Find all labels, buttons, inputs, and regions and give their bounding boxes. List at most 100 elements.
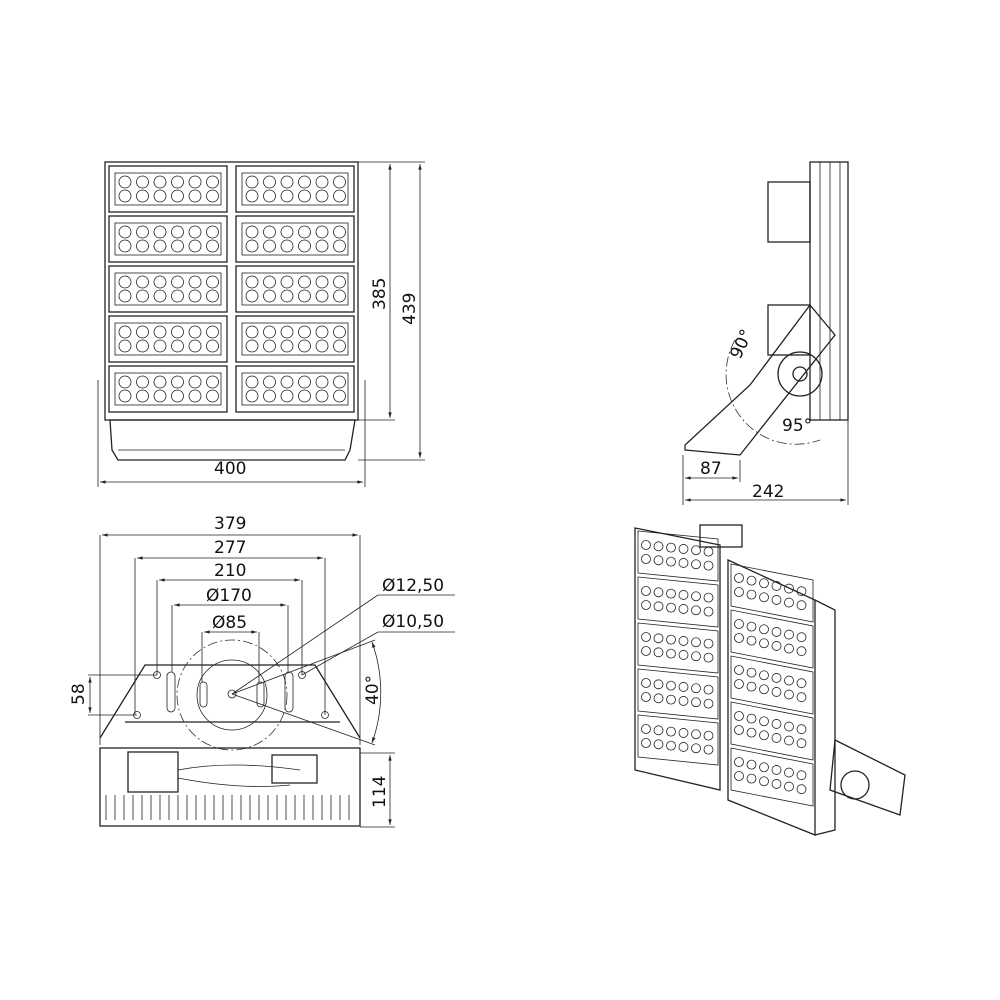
led-lens bbox=[263, 289, 276, 303]
led-lens bbox=[333, 225, 346, 239]
led-lens bbox=[245, 325, 259, 339]
led-lens bbox=[263, 375, 276, 389]
led-module bbox=[235, 365, 355, 413]
led-lens bbox=[153, 375, 167, 389]
led-lens bbox=[280, 389, 294, 403]
led-lens bbox=[298, 225, 311, 239]
dim-angle-95: 95° bbox=[782, 416, 812, 436]
led-lens bbox=[245, 375, 259, 389]
led-module bbox=[108, 265, 228, 313]
led-lens bbox=[171, 275, 184, 289]
led-lens bbox=[333, 289, 346, 303]
iso-left-panel bbox=[634, 527, 721, 791]
led-lens bbox=[206, 239, 219, 253]
led-lens bbox=[315, 239, 329, 253]
led-lens bbox=[245, 275, 259, 289]
led-lens bbox=[245, 389, 259, 403]
led-lens bbox=[188, 339, 202, 353]
led-lens bbox=[153, 239, 167, 253]
led-lens bbox=[333, 275, 346, 289]
led-lens bbox=[298, 389, 311, 403]
led-lens bbox=[153, 175, 167, 189]
led-lens bbox=[118, 225, 132, 239]
iso-bracket bbox=[829, 738, 906, 816]
led-lens bbox=[280, 189, 294, 203]
led-lens bbox=[118, 289, 132, 303]
front-mount-base bbox=[109, 419, 356, 461]
led-lens bbox=[333, 389, 346, 403]
iso-led-module bbox=[730, 609, 814, 669]
dim-400: 400 bbox=[214, 459, 246, 479]
led-lens bbox=[171, 175, 184, 189]
led-lens bbox=[280, 225, 294, 239]
led-lens bbox=[136, 189, 149, 203]
led-lens bbox=[280, 289, 294, 303]
led-lens bbox=[315, 339, 329, 353]
dim-385: 385 bbox=[370, 278, 390, 310]
led-lens bbox=[171, 339, 184, 353]
dim-379: 379 bbox=[214, 514, 246, 534]
led-lens bbox=[188, 289, 202, 303]
iso-led-module bbox=[637, 714, 719, 766]
led-lens bbox=[153, 189, 167, 203]
led-lens bbox=[153, 225, 167, 239]
led-lens bbox=[298, 325, 311, 339]
bottom-bracket-plate bbox=[99, 664, 361, 739]
led-lens bbox=[315, 289, 329, 303]
led-lens bbox=[333, 175, 346, 189]
iso-led-modules bbox=[637, 530, 814, 807]
led-lens bbox=[136, 339, 149, 353]
led-lens bbox=[136, 239, 149, 253]
led-lens bbox=[153, 339, 167, 353]
led-lens bbox=[188, 239, 202, 253]
led-lens bbox=[206, 275, 219, 289]
led-lens bbox=[153, 389, 167, 403]
dim-angle-40: 40° bbox=[363, 675, 383, 705]
led-lens bbox=[280, 239, 294, 253]
led-lens bbox=[298, 289, 311, 303]
led-lens bbox=[206, 225, 219, 239]
led-lens bbox=[298, 239, 311, 253]
bottom-junction-box bbox=[271, 754, 318, 784]
led-lens bbox=[263, 225, 276, 239]
dim-210: 210 bbox=[214, 561, 246, 581]
led-lens bbox=[171, 325, 184, 339]
dim-58: 58 bbox=[69, 683, 89, 705]
led-module bbox=[235, 165, 355, 213]
led-lens bbox=[245, 225, 259, 239]
led-lens bbox=[118, 175, 132, 189]
led-lens bbox=[263, 189, 276, 203]
led-lens bbox=[188, 375, 202, 389]
led-lens bbox=[263, 239, 276, 253]
dim-114: 114 bbox=[370, 776, 390, 808]
led-lens bbox=[136, 225, 149, 239]
iso-led-module bbox=[730, 701, 814, 761]
led-lens bbox=[333, 239, 346, 253]
led-lens bbox=[153, 275, 167, 289]
led-lens bbox=[136, 325, 149, 339]
led-lens bbox=[280, 175, 294, 189]
led-lens bbox=[118, 325, 132, 339]
iso-led-module bbox=[637, 576, 719, 628]
led-module bbox=[108, 315, 228, 363]
led-lens bbox=[136, 389, 149, 403]
front-view: 385 439 400 bbox=[97, 161, 425, 487]
dim-dia-12-50: Ø12,50 bbox=[382, 576, 444, 596]
led-lens bbox=[136, 175, 149, 189]
led-lens bbox=[188, 189, 202, 203]
iso-led-module bbox=[730, 655, 814, 715]
led-lens bbox=[171, 289, 184, 303]
led-lens bbox=[171, 375, 184, 389]
side-bracket bbox=[684, 303, 836, 456]
led-lens bbox=[188, 225, 202, 239]
led-lens bbox=[118, 239, 132, 253]
iso-led-module bbox=[730, 563, 814, 623]
led-module bbox=[108, 165, 228, 213]
led-lens bbox=[118, 189, 132, 203]
led-lens bbox=[315, 175, 329, 189]
dim-dia-85: Ø85 bbox=[212, 613, 247, 633]
bottom-driver-box bbox=[127, 751, 179, 793]
led-lens bbox=[136, 275, 149, 289]
led-lens bbox=[153, 289, 167, 303]
led-lens bbox=[280, 275, 294, 289]
